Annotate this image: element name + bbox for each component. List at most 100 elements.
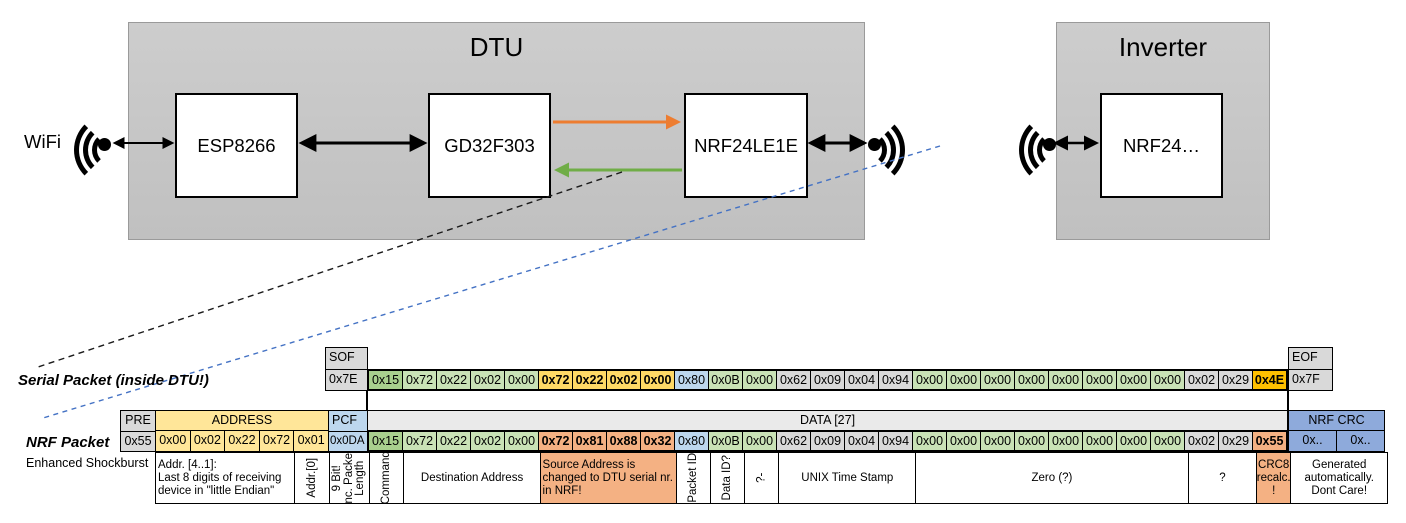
chip-gd32f303: GD32F303	[428, 93, 551, 198]
byte-cell: 0x0B	[708, 432, 742, 450]
byte-cell: 0x01	[293, 431, 328, 451]
byte-cell: 0x00	[1014, 432, 1048, 450]
serial-sof-block: SOF 0x7E	[325, 347, 368, 391]
byte-cell: 0x00	[980, 432, 1014, 450]
annotation-cell: ?	[1187, 452, 1258, 504]
byte-cell: 0x4E	[1252, 371, 1286, 389]
annotation-cell: Destination Address	[403, 452, 542, 504]
pre-value: 0x55	[121, 431, 155, 451]
chip-inverter-nrf24: NRF24…	[1100, 93, 1223, 198]
annotation-cell: Addr.[0]	[294, 452, 331, 504]
pcf-value: 0x0DA	[329, 431, 367, 451]
annotation-cell: ?-	[744, 452, 780, 504]
byte-cell: 0x94	[878, 371, 912, 389]
byte-cell: 0x22	[436, 371, 470, 389]
wifi-icon-dtu-left	[57, 106, 113, 186]
chip-nrf24le1e: NRF24LE1E	[684, 93, 808, 198]
wifi-icon-inverter	[1002, 106, 1058, 186]
byte-cell: 0x72	[538, 371, 572, 389]
dtu-title: DTU	[469, 32, 524, 62]
pcf-header: PCF	[329, 411, 367, 431]
nrf-crc-header: NRF CRC	[1288, 410, 1385, 431]
byte-cell: 0x02	[470, 432, 504, 450]
byte-cell: 0x04	[844, 432, 878, 450]
byte-cell: 0x72	[538, 432, 572, 450]
annotation-rotated-text: Command	[380, 452, 393, 504]
eof-header: EOF	[1289, 348, 1332, 369]
byte-cell: 0x00	[742, 371, 776, 389]
nrf-data-header: DATA [27]	[367, 410, 1288, 431]
annotation-rotated-text: Addr.[0]	[305, 458, 318, 498]
annotation-cell: UNIX Time Stamp	[778, 452, 917, 504]
byte-cell: 0x80	[674, 371, 708, 389]
byte-cell: 0x00	[504, 371, 538, 389]
byte-cell: 0x00	[912, 432, 946, 450]
enhanced-shockburst-label: Enhanced Shockburst	[26, 456, 149, 470]
byte-cell: 0x00	[980, 371, 1014, 389]
wifi-label: WiFi	[24, 131, 61, 152]
annotation-cell: Addr. [4..1]: Last 8 digits of receiving…	[155, 452, 296, 504]
byte-cell: 0x00	[1116, 371, 1150, 389]
byte-cell: 0x00	[640, 371, 674, 389]
sof-header: SOF	[326, 348, 367, 369]
byte-cell: 0x00	[1048, 371, 1082, 389]
annotation-cell: Generated automatically. Dont Care!	[1289, 452, 1389, 504]
right-connector-line	[1287, 390, 1289, 411]
byte-cell: 0x88	[606, 432, 640, 450]
annotation-cell: 9 Bit! Inc. Packet Length	[329, 452, 371, 504]
byte-cell: 0x09	[810, 371, 844, 389]
byte-cell: 0x22	[436, 432, 470, 450]
sof-value: 0x7E	[326, 369, 367, 390]
byte-cell: 0x..	[1336, 431, 1384, 451]
byte-cell: 0x62	[776, 432, 810, 450]
byte-cell: 0x62	[776, 371, 810, 389]
byte-cell: 0x72	[258, 431, 294, 451]
byte-cell: 0x00	[156, 431, 190, 451]
byte-cell: 0x29	[1218, 432, 1252, 450]
chip-esp8266: ESP8266	[175, 93, 298, 198]
eof-value: 0x7F	[1289, 369, 1332, 390]
byte-cell: 0x02	[1184, 432, 1218, 450]
byte-cell: 0x0B	[708, 371, 742, 389]
byte-cell: 0x80	[674, 432, 708, 450]
byte-cell: 0x00	[742, 432, 776, 450]
annotation-cell: CRC8 recalc. !	[1255, 452, 1292, 504]
byte-cell: 0x02	[189, 431, 225, 451]
serial-eof-block: EOF 0x7F	[1288, 347, 1333, 391]
byte-cell: 0x32	[640, 432, 674, 450]
byte-cell: 0x55	[1252, 432, 1286, 450]
serial-packet-label: Serial Packet (inside DTU!)	[18, 372, 209, 389]
annotation-cell: Packet ID	[675, 452, 712, 504]
annotation-rotated-text: 9 Bit! Inc. Packet Length	[331, 452, 367, 504]
byte-cell: 0x72	[402, 371, 436, 389]
byte-cell: 0x29	[1218, 371, 1252, 389]
byte-cell: 0x72	[402, 432, 436, 450]
byte-cell: 0x00	[1116, 432, 1150, 450]
annotation-cell: Data ID?	[710, 452, 746, 504]
byte-cell: 0x00	[1150, 371, 1184, 389]
nrf-crc-row: 0x..0x..	[1288, 430, 1385, 452]
annotation-rotated-text: ?-	[755, 472, 768, 484]
inverter-title: Inverter	[1118, 32, 1208, 62]
byte-cell: 0x81	[572, 432, 606, 450]
byte-cell: 0x..	[1289, 431, 1336, 451]
byte-cell: 0x15	[369, 432, 402, 450]
byte-cell: 0x02	[1184, 371, 1218, 389]
byte-cell: 0x09	[810, 432, 844, 450]
byte-cell: 0x00	[1048, 432, 1082, 450]
wifi-icon-dtu-right	[833, 106, 922, 186]
nrf-pre-block: PRE 0x55	[120, 410, 156, 452]
byte-cell: 0x22	[572, 371, 606, 389]
byte-cell: 0x22	[224, 431, 259, 451]
byte-cell: 0x00	[1082, 371, 1116, 389]
pre-header: PRE	[121, 411, 155, 431]
nrf-packet-label: NRF Packet	[26, 434, 110, 451]
nrf-pcf-block: PCF 0x0DA	[328, 410, 368, 452]
nrf-address-header: ADDRESS	[155, 410, 329, 431]
byte-cell: 0x00	[946, 371, 980, 389]
byte-cell: 0x15	[369, 371, 402, 389]
